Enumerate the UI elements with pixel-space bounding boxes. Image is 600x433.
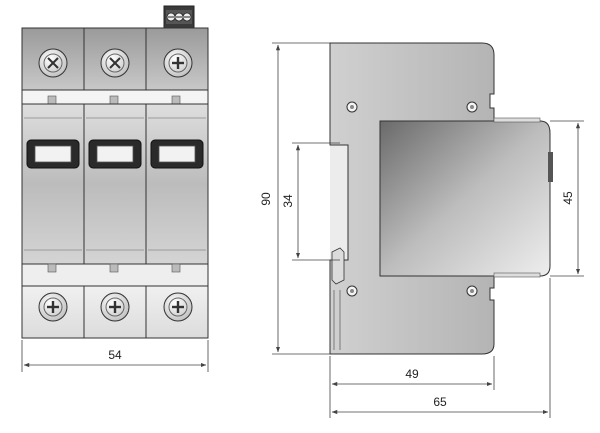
screw-phillips-icon [100, 292, 130, 322]
plug-in-modules [21, 103, 209, 265]
dimension-label-front-height: 45 [561, 191, 575, 205]
dimension-width: 54 [21, 340, 209, 372]
dimension-label-height-total: 90 [259, 192, 273, 206]
screw-phillips-icon [163, 292, 193, 322]
screw-phillips-icon [38, 292, 68, 322]
screw-slotted-icon [100, 48, 130, 78]
dimension-label-depth-mid: 49 [405, 367, 419, 381]
dimension-front-height: 45 [550, 120, 584, 277]
dimension-depth-total: 65 [331, 278, 551, 418]
side-view: 90 34 45 49 65 [259, 42, 584, 418]
dimension-label-window-height: 34 [281, 194, 295, 208]
dimension-height-total: 90 [259, 42, 330, 355]
dimension-label-width: 54 [108, 348, 122, 362]
screw-phillips-icon [163, 48, 193, 78]
front-view: 54 [21, 5, 209, 372]
screw-slotted-icon [38, 48, 68, 78]
front-cover [379, 120, 551, 277]
dimension-window-height: 34 [281, 142, 340, 261]
dimension-label-depth-total: 65 [433, 395, 447, 409]
dimension-depth-mid: 49 [329, 356, 495, 418]
terminal-block-icon [163, 5, 195, 29]
